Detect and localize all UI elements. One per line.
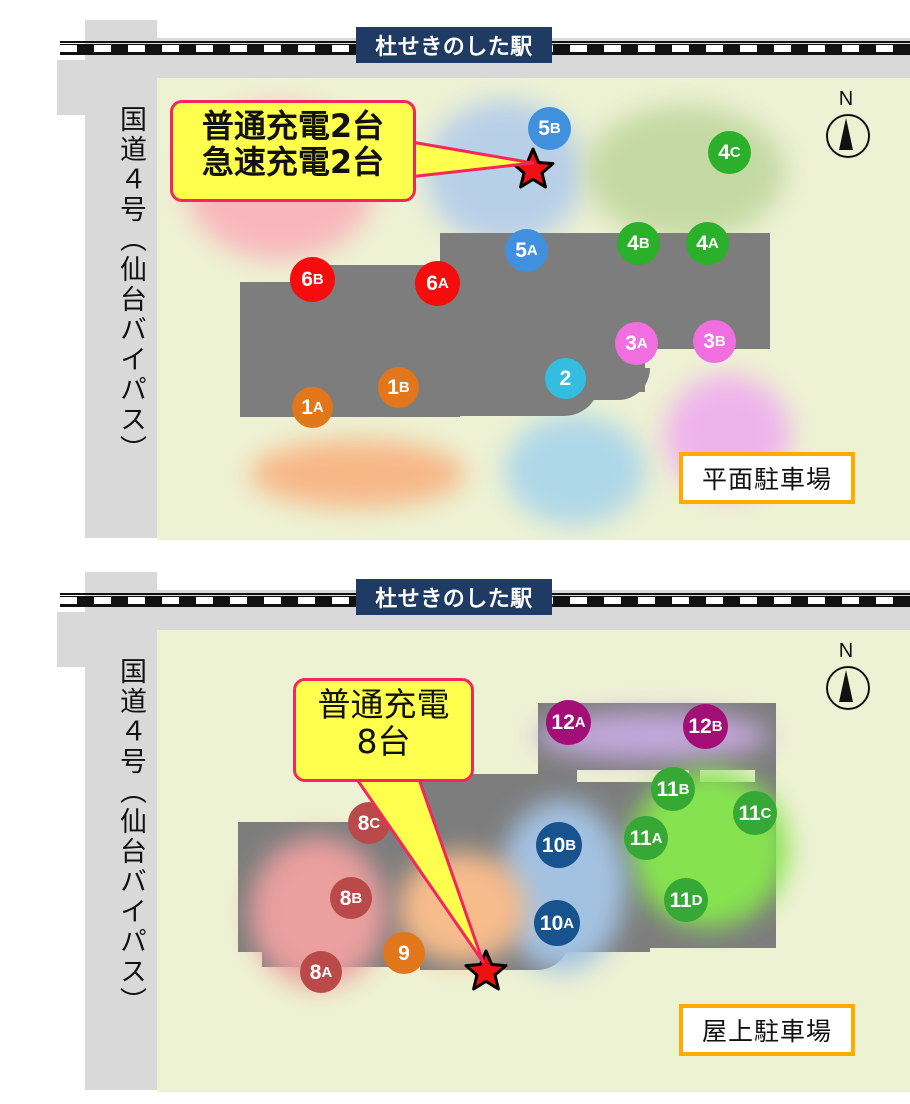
zone-blob-green — [585, 105, 785, 240]
marker-number: 11 — [656, 777, 679, 801]
marker-suffix: B — [565, 836, 577, 854]
route-4-road — [85, 590, 157, 1090]
compass-ring — [826, 666, 870, 710]
marker-number: 10 — [539, 911, 564, 935]
marker-number: 4 — [696, 232, 708, 255]
marker-suffix: A — [651, 829, 663, 847]
marker-number: 4 — [718, 141, 730, 164]
callout-line-2: 急速充電2台 — [201, 142, 385, 181]
marker-suffix: A — [707, 235, 719, 252]
marker-number: 6 — [426, 272, 438, 295]
compass-needle-icon — [839, 670, 853, 702]
marker-suffix: A — [321, 963, 333, 981]
compass-north-label: N — [838, 640, 854, 662]
road-name-plane: 国道４号（仙台バイパス） — [115, 105, 146, 465]
marker-number: 4 — [627, 232, 639, 255]
marker-suffix: D — [691, 891, 703, 909]
marker-number: 11 — [738, 801, 761, 825]
callout-roof: 普通充電 8台 — [293, 678, 474, 782]
marker-suffix: B — [312, 271, 324, 288]
legend-roof: 屋上駐車場 — [679, 1004, 855, 1056]
marker-suffix: A — [437, 275, 449, 292]
marker-number: 11 — [669, 888, 692, 912]
callout-line-1: 普通充電 — [317, 685, 450, 724]
charger-location-star — [464, 948, 508, 992]
marker-number: 2 — [559, 367, 572, 390]
marker-suffix: B — [711, 718, 723, 735]
route-4-road — [85, 38, 157, 538]
compass-ring — [826, 114, 870, 158]
marker-suffix: B — [678, 780, 690, 798]
marker-suffix: B — [549, 120, 561, 137]
marker-number: 3 — [625, 332, 637, 355]
callout-line-1: 普通充電2台 — [201, 107, 385, 145]
marker-number: 12 — [551, 711, 575, 734]
marker-suffix: A — [312, 399, 324, 416]
marker-number: 8 — [309, 960, 322, 984]
marker-number: 3 — [703, 330, 715, 353]
compass-north-label: N — [838, 88, 854, 110]
marker-suffix: A — [636, 335, 648, 352]
marker-2[interactable]: 2 — [545, 358, 586, 399]
legend-plane: 平面駐車場 — [679, 452, 855, 504]
marker-number: 9 — [398, 941, 410, 965]
compass-roof: N — [818, 640, 874, 726]
marker-number: 1 — [387, 376, 399, 399]
marker-suffix: A — [526, 242, 538, 259]
marker-number: 1 — [301, 396, 313, 419]
zone-blob-skyblue — [505, 415, 645, 525]
marker-number: 8 — [357, 811, 370, 835]
marker-number: 5 — [538, 117, 550, 140]
marker-number: 5 — [515, 239, 527, 262]
compass-needle-icon — [839, 118, 853, 150]
marker-suffix: B — [714, 333, 726, 350]
marker-number: 10 — [541, 833, 566, 857]
marker-suffix: C — [369, 814, 381, 832]
compass-plane: N — [818, 88, 874, 174]
station-label-plane: 杜せきのした駅 — [356, 27, 552, 63]
callout-plane: 普通充電2台 急速充電2台 — [170, 100, 416, 202]
station-label-roof: 杜せきのした駅 — [356, 579, 552, 615]
zone-blob-orange — [250, 440, 465, 508]
marker-suffix: B — [351, 889, 363, 907]
marker-suffix: A — [563, 914, 575, 932]
marker-number: 11 — [629, 826, 652, 850]
marker-9[interactable]: 9 — [383, 932, 425, 974]
marker-number: 8 — [339, 886, 352, 910]
marker-suffix: B — [638, 235, 650, 252]
marker-suffix: C — [760, 804, 772, 822]
marker-suffix: B — [398, 379, 410, 396]
road-name-roof: 国道４号（仙台バイパス） — [115, 657, 146, 1017]
callout-line-2: 8台 — [356, 721, 411, 761]
marker-number: 12 — [688, 715, 712, 738]
marker-number: 6 — [301, 268, 313, 291]
marker-suffix: C — [729, 144, 741, 161]
marker-suffix: A — [574, 714, 586, 731]
